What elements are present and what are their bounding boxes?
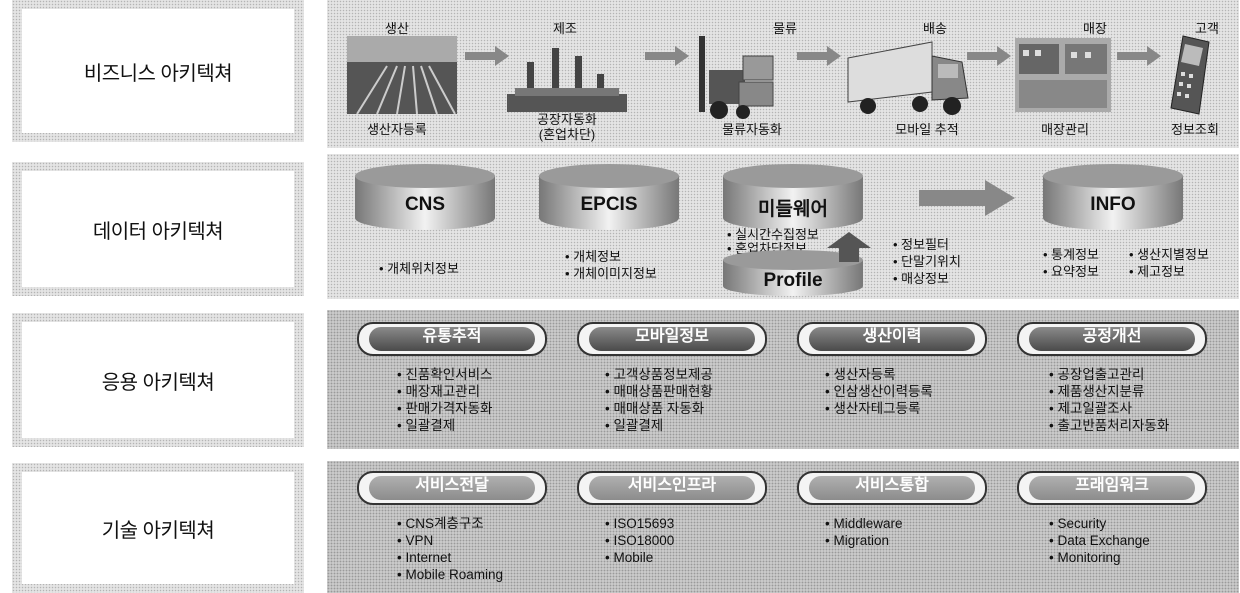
info-items-col1: • 통계정보 • 요약정보 — [1043, 247, 1100, 279]
tech-group-title-2: 서비스통합 — [797, 471, 987, 505]
forklift-icon — [699, 36, 774, 119]
step-caption-customer: 정보조회 — [1171, 122, 1219, 137]
business-panel: 생산 제조 물류 배송 매장 고객 — [327, 0, 1239, 148]
app-group-list-0: 진품확인서비스매장재고관리 판매가격자동화일괄결제 — [397, 366, 492, 434]
app-group-list-1: 고객상품정보제공매매상품판매현황 매매상품 자동화일괄결제 — [605, 366, 712, 434]
cns-item: • 개체위치정보 — [379, 261, 459, 276]
epcis-items: • 개체정보 • 개체이미지정보 — [565, 249, 657, 281]
info-items-col2: • 생산지별정보 • 제고정보 — [1129, 247, 1209, 279]
profile-cylinder: Profile — [723, 250, 863, 296]
tech-group-list-1: ISO15693ISO18000 Mobile — [605, 515, 674, 566]
middleware-cylinder: 미들웨어 — [723, 164, 863, 230]
cns-label: CNS — [404, 194, 446, 215]
data-architecture-box: 데이터 아키텍쳐 — [12, 162, 304, 296]
step-label-store: 매장 — [1083, 21, 1107, 36]
tech-group-title-1: 서비스인프라 — [577, 471, 767, 505]
data-panel: CNS • 개체위치정보 EPCIS • 개체정보 • 개체이미지정보 미들웨어… — [327, 154, 1239, 299]
info-cylinder: INFO — [1043, 164, 1183, 230]
factory-icon — [507, 48, 627, 112]
application-architecture-label: 응용 아키텍쳐 — [101, 371, 215, 394]
up-arrow-icon — [827, 232, 871, 262]
app-group-list-2: 생산자등록인삼생산이력등록 생산자테그등록 — [825, 366, 932, 417]
step-label-customer: 고객 — [1195, 21, 1219, 36]
info-label: INFO — [1090, 194, 1136, 215]
app-group-list-3: 공장업출고관리제품생산지분류 제고일괄조사출고반품처리자동화 — [1049, 366, 1169, 434]
tech-group-title-0: 서비스전달 — [357, 471, 547, 505]
cns-cylinder: CNS — [355, 164, 495, 230]
step-caption-delivery: 모바일 추적 — [895, 122, 959, 137]
business-architecture-box: 비즈니스 아키텍쳐 — [12, 0, 304, 142]
application-architecture-box: 응용 아키텍쳐 — [12, 313, 304, 447]
handheld-reader-icon — [1170, 35, 1210, 115]
farm-field-icon — [347, 36, 457, 114]
flow-arrow — [465, 46, 509, 66]
flow-arrow — [797, 46, 841, 66]
step-caption-store: 매장관리 — [1041, 122, 1089, 137]
app-group-title-0: 유통추적 — [357, 322, 547, 356]
step-label-manufacturing: 제조 — [553, 21, 577, 36]
flow-arrow — [1117, 46, 1161, 66]
flow-arrow — [919, 180, 1015, 216]
middleware-label: 미들웨어 — [758, 199, 828, 220]
tech-group-title-3: 프래임워크 — [1017, 471, 1207, 505]
business-architecture-label: 비즈니스 아키텍쳐 — [83, 62, 233, 85]
step-caption-manufacturing: 공장자동화 (혼업차단) — [537, 112, 597, 142]
profile-label: Profile — [763, 270, 823, 291]
application-panel: 유통추적 모바일정보 생산이력 공정개선 진품확인서비스매장재고관리 판매가격자… — [327, 310, 1239, 449]
technology-panel: 서비스전달 서비스인프라 서비스통합 프래임워크 CNS계층구조VPN Inte… — [327, 461, 1239, 593]
epcis-cylinder: EPCIS — [539, 164, 679, 230]
flow-arrow — [645, 46, 689, 66]
tech-group-list-3: SecurityData Exchange Monitoring — [1049, 515, 1149, 566]
step-caption-production: 생산자등록 — [367, 122, 427, 137]
store-icon — [1015, 38, 1111, 112]
tech-group-list-2: MiddlewareMigration — [825, 515, 902, 549]
technology-architecture-label: 기술 아키텍쳐 — [101, 519, 215, 542]
truck-icon — [847, 41, 969, 115]
step-label-logistics: 물류 — [773, 21, 797, 36]
app-group-title-2: 생산이력 — [797, 322, 987, 356]
app-group-title-1: 모바일정보 — [577, 322, 767, 356]
step-label-production: 생산 — [385, 21, 409, 36]
step-label-delivery: 배송 — [923, 21, 947, 36]
tech-group-list-0: CNS계층구조VPN InternetMobile Roaming — [397, 515, 503, 583]
technology-architecture-box: 기술 아키텍쳐 — [12, 463, 304, 593]
step-caption-logistics: 물류자동화 — [722, 122, 782, 137]
app-group-title-3: 공정개선 — [1017, 322, 1207, 356]
epcis-label: EPCIS — [580, 194, 638, 215]
flow-arrow — [967, 46, 1011, 66]
data-architecture-label: 데이터 아키텍쳐 — [92, 220, 224, 243]
middleware-right-items: • 정보필터 • 단말기위치 • 매상정보 — [893, 237, 961, 286]
